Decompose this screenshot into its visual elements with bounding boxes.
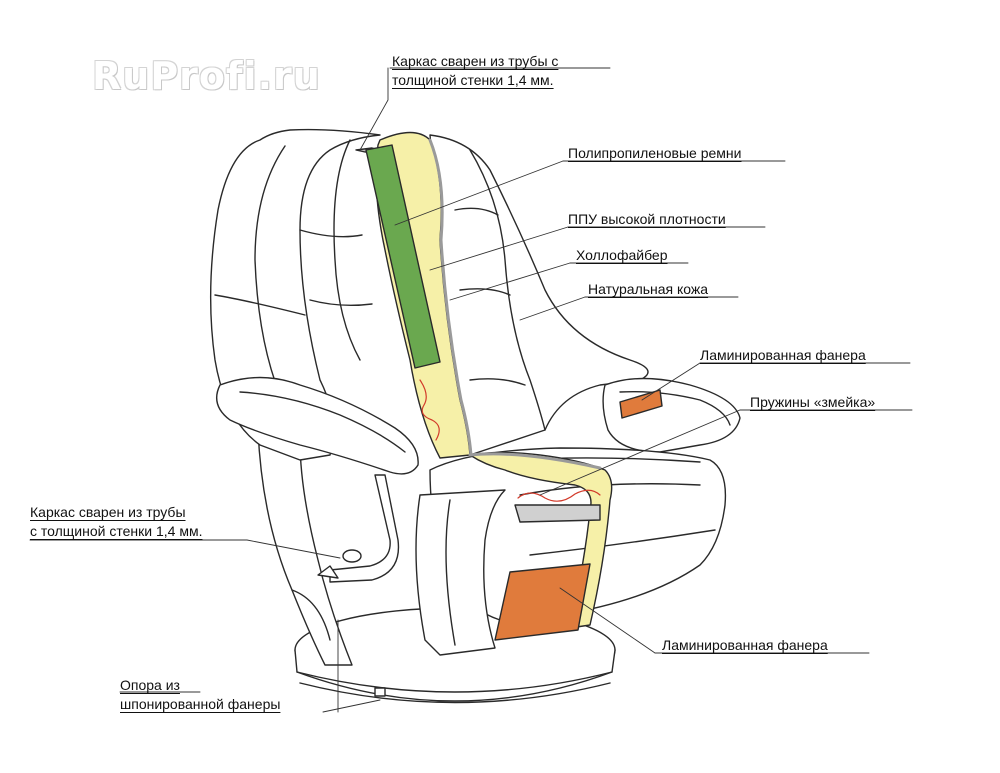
backrest-cutaway [355,131,473,459]
tube-frame-lower [317,474,400,583]
spring-seat [517,489,601,502]
label-plywood-arm: Ламинированная фанера [700,347,866,363]
label-frame-left: Каркас сварен из трубы с толщиной стенки… [30,504,203,539]
watermark-logo: RuProfi.ru [92,54,321,98]
seat-tube [514,504,601,523]
green-frame-back [365,144,441,369]
front-shell [415,489,506,656]
ppu-foam-seat [469,451,613,629]
label-plywood-seat: Ламинированная фанера [662,637,828,653]
label-ppu: ППУ высокой плотности [568,211,726,227]
plywood-arm-board [619,389,663,419]
label-hollofiber: Холлофайбер [576,247,668,263]
label-leather: Натуральная кожа [588,281,709,297]
seat-cutaway [468,389,663,641]
label-frame-top: Каркас сварен из трубы с толщиной стенки… [392,53,559,88]
label-springs: Пружины «змейка» [750,394,876,410]
leader-lines [29,67,913,713]
plywood-support-leg [257,429,353,666]
spring-back [419,379,440,441]
label-support: Опора из шпонированной фанеры [120,677,281,712]
label-straps: Полипропиленовые ремни [568,145,742,161]
left-armrest [216,376,419,475]
plywood-seat-board [494,563,591,641]
